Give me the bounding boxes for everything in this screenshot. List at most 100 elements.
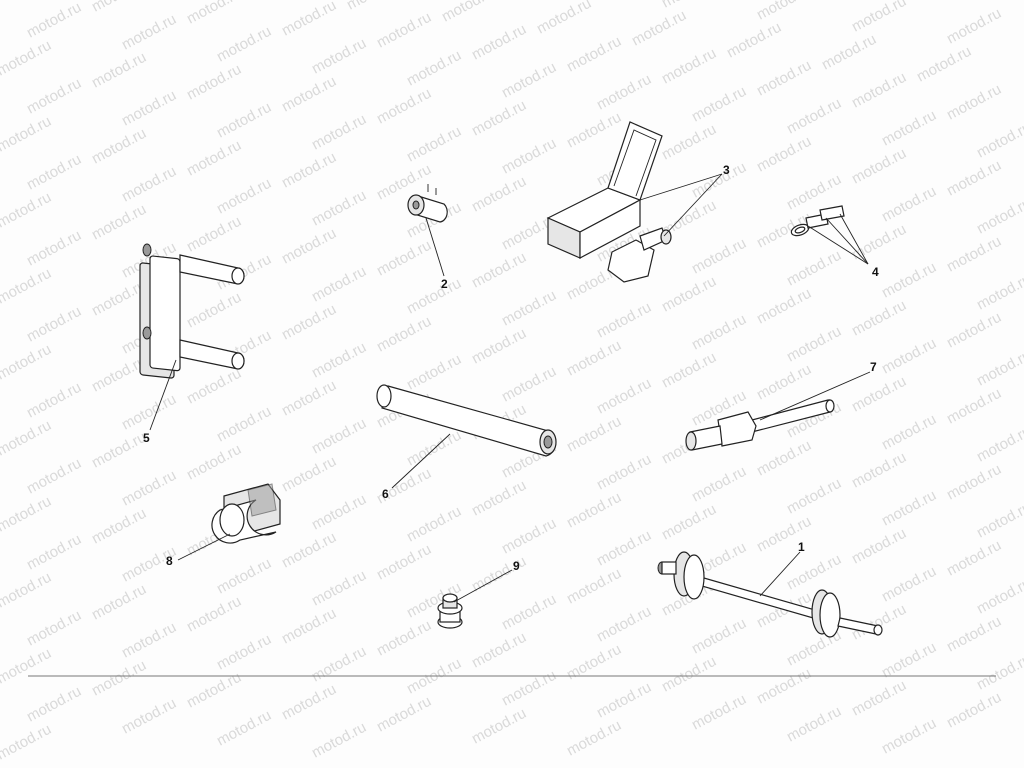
watermark-text: motod.ru — [279, 453, 339, 496]
watermark-text: motod.ru — [594, 375, 654, 418]
watermark-text: motod.ru — [944, 5, 1004, 48]
watermark-text: motod.ru — [24, 531, 84, 574]
watermark-text: motod.ru — [784, 95, 844, 138]
watermark-text: motod.ru — [0, 569, 54, 612]
watermark-text: motod.ru — [469, 249, 529, 292]
watermark-text: motod.ru — [404, 427, 464, 470]
watermark-text: motod.ru — [469, 173, 529, 216]
watermark-text: motod.ru — [214, 403, 274, 446]
watermark-text: motod.ru — [849, 525, 909, 568]
watermark-text: motod.ru — [214, 175, 274, 218]
leader-lines — [149, 173, 871, 603]
watermark-text: motod.ru — [849, 373, 909, 416]
tool-8-split-bushing — [211, 483, 281, 544]
watermark-text: motod.ru — [469, 21, 529, 64]
watermark-text: motod.ru — [499, 135, 559, 178]
watermark-text: motod.ru — [374, 85, 434, 128]
watermark-text: motod.ru — [659, 349, 719, 392]
watermark-text: motod.ru — [119, 695, 179, 738]
watermark-text: motod.ru — [279, 377, 339, 420]
watermark-text: motod.ru — [404, 47, 464, 90]
watermark-text: motod.ru — [89, 505, 149, 548]
watermark-text: motod.ru — [89, 49, 149, 92]
watermark-text: motod.ru — [944, 613, 1004, 656]
callout-3: 3 — [723, 163, 730, 177]
watermark-text: motod.ru — [659, 501, 719, 544]
watermark-text: motod.ru — [0, 0, 54, 4]
callout-2: 2 — [441, 277, 448, 291]
watermark-text: motod.ru — [344, 0, 404, 14]
watermark-text: motod.ru — [0, 37, 54, 80]
watermark-text: motod.ru — [309, 111, 369, 154]
watermark-text: motod.ru — [309, 415, 369, 458]
watermark-text: motod.ru — [944, 81, 1004, 124]
watermark-text: motod.ru — [119, 619, 179, 662]
watermark-text: motod.ru — [594, 451, 654, 494]
watermark-text: motod.ru — [309, 491, 369, 534]
watermark-text: motod.ru — [974, 423, 1024, 466]
watermark-text: motod.ru — [184, 213, 244, 256]
watermark-text: motod.ru — [754, 665, 814, 708]
tool-6-drift-bar — [376, 384, 557, 457]
watermark-text: motod.ru — [849, 0, 909, 36]
watermark-text: motod.ru — [564, 489, 624, 532]
watermark-text: motod.ru — [279, 0, 339, 40]
watermark-text: motod.ru — [974, 499, 1024, 542]
watermark-text: motod.ru — [564, 109, 624, 152]
watermark-text: motod.ru — [879, 335, 939, 378]
watermark-text: motod.ru — [309, 263, 369, 306]
watermark-text: motod.ru — [214, 23, 274, 66]
watermark-text: motod.ru — [689, 463, 749, 506]
watermark-text: motod.ru — [564, 717, 624, 760]
watermark-text: motod.ru — [309, 643, 369, 686]
watermark-text: motod.ru — [184, 669, 244, 712]
watermark-text: motod.ru — [374, 161, 434, 204]
watermark-text: motod.ru — [754, 513, 814, 556]
watermark-text: motod.ru — [974, 195, 1024, 238]
watermark-text: motod.ru — [879, 183, 939, 226]
watermark-text: motod.ru — [754, 0, 814, 24]
tool-2-pin-sleeve — [407, 184, 448, 223]
watermark-text: motod.ru — [754, 437, 814, 480]
watermark-text: motod.ru — [374, 9, 434, 52]
leader-4c — [839, 213, 869, 265]
watermark-text: motod.ru — [24, 607, 84, 650]
watermark-text: motod.ru — [0, 645, 54, 688]
watermark-text: motod.ru — [184, 365, 244, 408]
watermark-text: motod.ru — [879, 639, 939, 682]
watermark-text: motod.ru — [974, 271, 1024, 314]
watermark-text: motod.ru — [119, 391, 179, 434]
watermark-text: motod.ru — [309, 339, 369, 382]
watermark-text: motod.ru — [594, 71, 654, 114]
leader-4b — [825, 217, 869, 265]
watermark-text: motod.ru — [879, 487, 939, 530]
watermark-text: motod.ru — [689, 83, 749, 126]
watermark-text: motod.ru — [24, 683, 84, 726]
watermark-text: motod.ru — [689, 615, 749, 658]
watermark-text: motod.ru — [564, 33, 624, 76]
callout-4: 4 — [872, 265, 879, 279]
watermark-text: motod.ru — [0, 417, 54, 460]
watermark-text: motod.ru — [404, 123, 464, 166]
watermark-text: motod.ru — [754, 285, 814, 328]
watermark-text: motod.ru — [119, 163, 179, 206]
callout-7: 7 — [870, 360, 877, 374]
watermark-text: motod.ru — [24, 227, 84, 270]
watermark-text: motod.ru — [469, 325, 529, 368]
watermark-text: motod.ru — [689, 311, 749, 354]
watermark-text: motod.ru — [754, 133, 814, 176]
leader-4a — [807, 225, 869, 265]
watermark-text: motod.ru — [499, 363, 559, 406]
tool-1-threaded-rod-puller — [657, 551, 883, 638]
watermark-text: motod.ru — [24, 0, 84, 42]
tool-9-plug — [437, 593, 463, 629]
watermark-text: motod.ru — [564, 641, 624, 684]
leader-8 — [177, 533, 231, 561]
watermark-text: motod.ru — [214, 631, 274, 674]
watermark-text: motod.ru — [309, 719, 369, 762]
watermark-text: motod.ru — [754, 361, 814, 404]
watermark-text: motod.ru — [0, 341, 54, 384]
watermark-text: motod.ru — [594, 527, 654, 570]
watermark-text: motod.ru — [819, 31, 879, 74]
